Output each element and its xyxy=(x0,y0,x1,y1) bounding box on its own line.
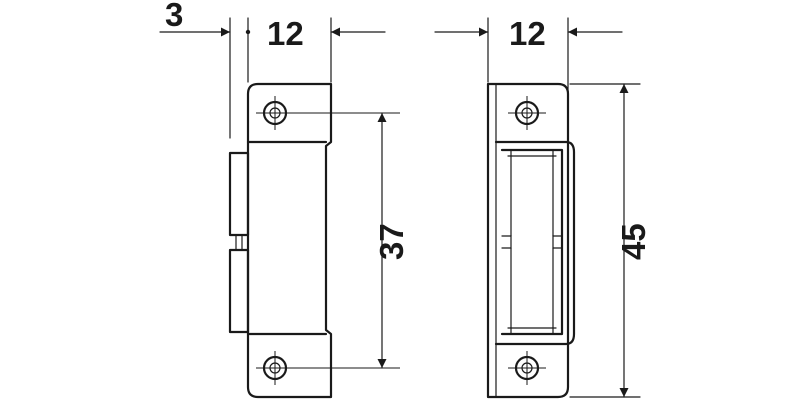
left-view-catch xyxy=(228,82,400,399)
left-upper-magnet xyxy=(228,151,250,237)
left-top-screw-hole xyxy=(256,96,400,130)
right-clip-housing xyxy=(494,140,576,346)
left-lower-magnet xyxy=(228,248,250,334)
dimension-12-left: 12 xyxy=(267,15,386,52)
dimension-12-right: 12 xyxy=(434,15,623,52)
dimension-12-left-label: 12 xyxy=(267,15,304,52)
dimension-3: 3 xyxy=(159,0,251,37)
right-view-catch xyxy=(486,82,576,399)
right-top-screw-hole xyxy=(508,96,546,130)
left-mounting-plate xyxy=(246,82,333,399)
dimension-37-label: 37 xyxy=(373,223,410,260)
dimension-37: 37 xyxy=(373,112,410,369)
left-bottom-screw-hole xyxy=(256,351,400,385)
dimension-12-right-label: 12 xyxy=(509,15,546,52)
right-bottom-screw-hole xyxy=(508,351,546,385)
dimension-45: 45 xyxy=(615,83,652,398)
dimension-3-label: 3 xyxy=(165,0,183,33)
right-mounting-plate xyxy=(486,82,570,399)
dimension-45-label: 45 xyxy=(615,223,652,260)
